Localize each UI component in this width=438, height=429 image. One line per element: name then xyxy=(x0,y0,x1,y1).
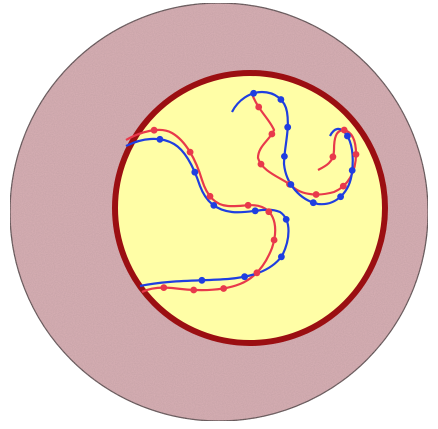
red-curve-upper-point xyxy=(313,191,320,198)
red-curve-lower-point xyxy=(151,127,158,134)
blue-curve-upper-point xyxy=(284,124,291,131)
blue-curve-upper-point xyxy=(310,199,317,206)
red-curve-upper-point xyxy=(255,104,262,111)
blue-curve-upper-point xyxy=(344,133,351,140)
blue-curve-lower-point xyxy=(210,202,217,209)
blue-curve-upper-point xyxy=(288,181,295,188)
red-curve-upper-point xyxy=(258,161,265,168)
blue-curve-upper-point xyxy=(278,96,285,103)
red-curve-lower-point xyxy=(207,193,214,200)
red-curve-lower-point xyxy=(254,269,261,276)
red-curve-lower-point xyxy=(265,208,272,215)
blue-curve-upper-point xyxy=(337,193,344,200)
blue-curve-upper-point xyxy=(349,167,356,174)
red-curve-lower-point xyxy=(220,285,227,292)
blue-curve-lower-point xyxy=(278,253,285,260)
red-curve-lower-point xyxy=(245,202,252,209)
red-curve-lower-point xyxy=(187,149,194,156)
blue-curve-lower-point xyxy=(252,207,259,214)
red-curve-lower-point xyxy=(160,284,167,291)
blue-curve-upper-point xyxy=(281,153,288,160)
red-curve-upper-point xyxy=(340,183,347,190)
blue-curve-lower-point xyxy=(191,169,198,176)
red-curve-upper-point xyxy=(341,127,348,134)
blue-curve-lower-point xyxy=(283,216,290,223)
red-curve-upper-point xyxy=(353,151,360,158)
blue-curve-lower-point xyxy=(157,136,164,143)
red-curve-lower-point xyxy=(271,237,278,244)
blue-curve-upper-point xyxy=(250,90,257,97)
red-curve-upper-point xyxy=(330,153,337,160)
red-curve-lower-point xyxy=(190,287,197,294)
red-curve-upper-point xyxy=(269,131,276,138)
blue-curve-lower-point xyxy=(241,273,248,280)
blue-curve-lower-point xyxy=(199,277,206,284)
